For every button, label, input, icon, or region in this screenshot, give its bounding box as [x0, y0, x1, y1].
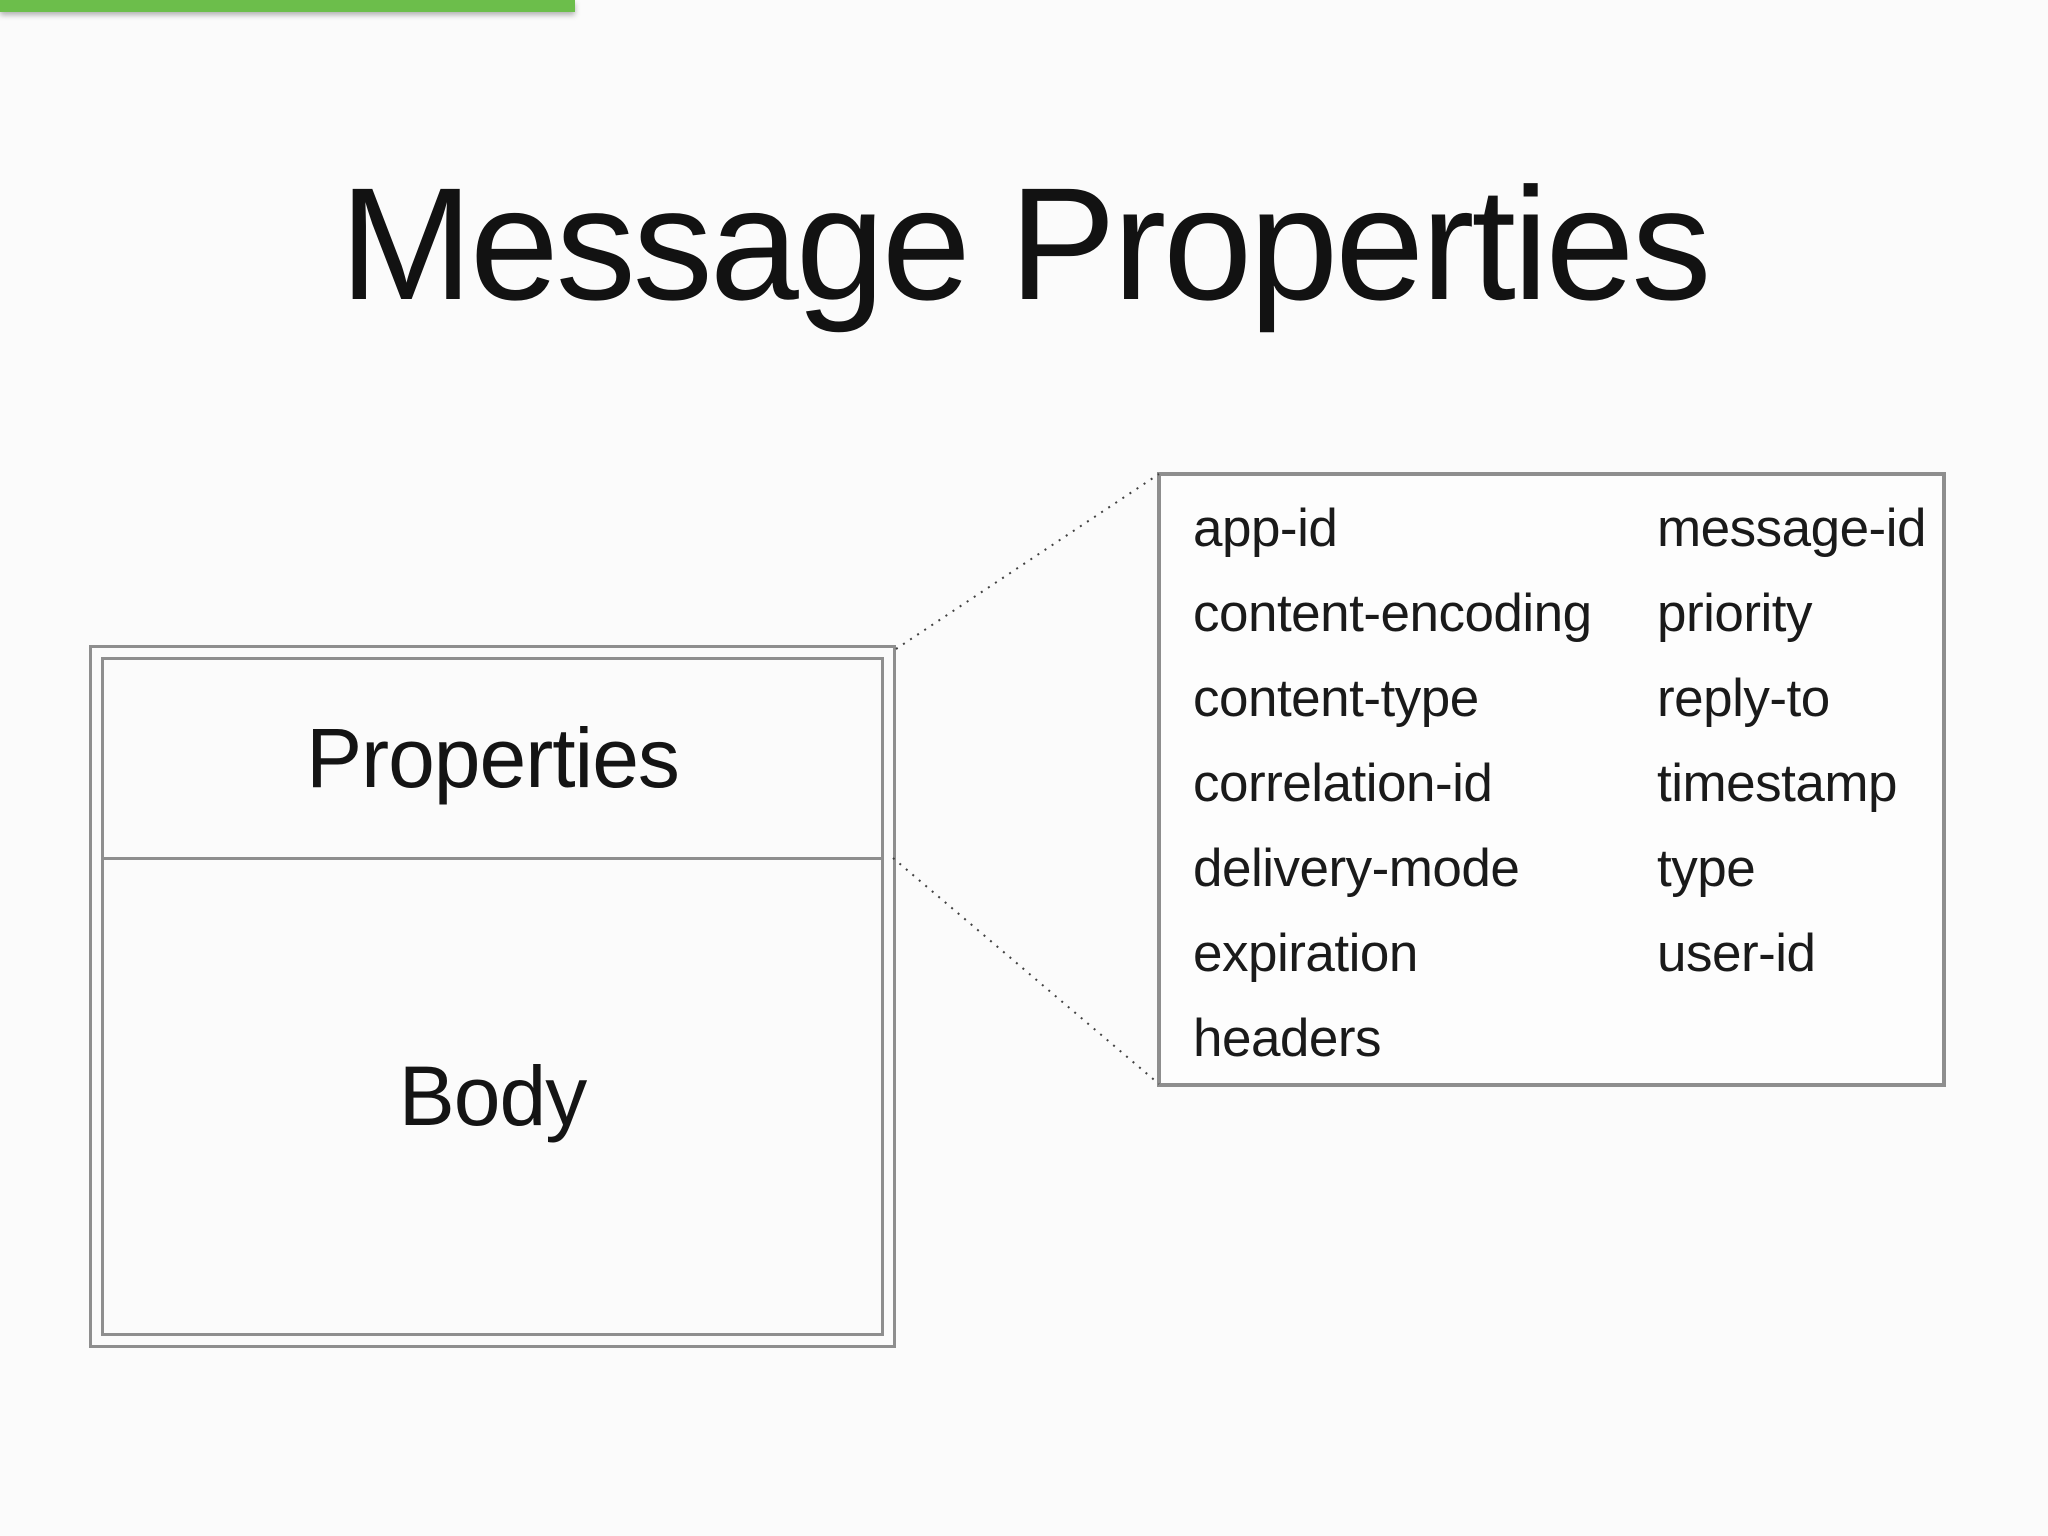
property-item: priority	[1657, 584, 1813, 643]
property-item: headers	[1193, 1009, 1382, 1068]
slide-title: Message Properties	[339, 154, 1712, 333]
message-box-frame: Properties Body	[101, 657, 884, 1336]
property-item: timestamp	[1657, 754, 1897, 813]
message-box: Properties Body	[89, 645, 896, 1348]
property-item: app-id	[1193, 499, 1338, 558]
properties-panel: app-id content-encoding content-type correl…	[1157, 472, 1946, 1087]
property-item: correlation-id	[1193, 754, 1493, 813]
property-item: delivery-mode	[1193, 839, 1520, 898]
properties-column-right: message-id priority reply-to timestamp type u…	[1657, 486, 1926, 1083]
section-body-label: Body	[398, 1049, 587, 1143]
callout-line-bottom	[892, 857, 1160, 1085]
property-item: content-encoding	[1193, 584, 1592, 643]
section-properties-label: Properties	[306, 711, 680, 805]
progress-bar	[0, 0, 575, 12]
property-item: content-type	[1193, 669, 1479, 728]
property-item: message-id	[1657, 499, 1926, 558]
callout-line-top	[895, 473, 1160, 650]
properties-column-left: app-id content-encoding content-type correl…	[1193, 486, 1657, 1083]
property-item: user-id	[1657, 924, 1816, 983]
property-item: type	[1657, 839, 1756, 898]
property-item: expiration	[1193, 924, 1418, 983]
property-item: reply-to	[1657, 669, 1830, 728]
section-body: Body	[104, 860, 881, 1333]
section-properties: Properties	[104, 660, 881, 860]
